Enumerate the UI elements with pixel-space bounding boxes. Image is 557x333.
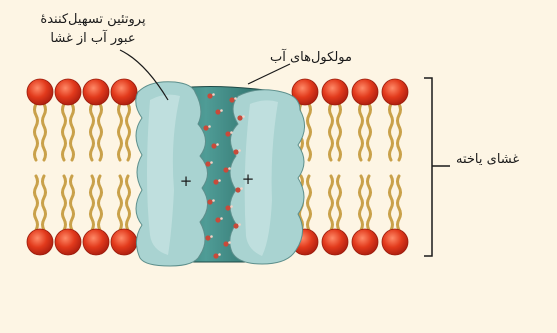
membrane-bracket bbox=[424, 78, 432, 256]
lipid-tail bbox=[119, 176, 122, 230]
water-molecule bbox=[211, 143, 216, 148]
phospholipid-head bbox=[27, 79, 53, 105]
water-molecule bbox=[229, 97, 234, 102]
lipid-tail bbox=[390, 176, 393, 230]
water-hydrogen bbox=[220, 217, 223, 220]
lipid-tail bbox=[91, 104, 94, 160]
lipid-tail bbox=[63, 104, 66, 160]
lipid-tail bbox=[308, 176, 311, 230]
lipid-tail bbox=[71, 104, 74, 160]
lipid-tail bbox=[35, 104, 38, 160]
lipid-tail bbox=[360, 176, 363, 230]
phospholipid-head bbox=[55, 229, 81, 255]
plus-sign-right: + bbox=[242, 170, 255, 188]
water-molecule bbox=[223, 241, 228, 246]
lipid-tail bbox=[35, 176, 38, 230]
water-hydrogen bbox=[218, 253, 221, 256]
phospholipid-head bbox=[382, 229, 408, 255]
lipid-tail bbox=[71, 176, 74, 230]
lipid-tail bbox=[390, 104, 393, 160]
lipid-tail bbox=[330, 104, 333, 160]
water-molecule bbox=[225, 205, 230, 210]
phospholipid-head bbox=[322, 229, 348, 255]
lipid-tail bbox=[127, 176, 130, 230]
water-hydrogen bbox=[210, 161, 213, 164]
phospholipid-head bbox=[111, 79, 137, 105]
water-leader-line bbox=[248, 64, 290, 84]
lipid-tail bbox=[338, 104, 341, 160]
water-molecule bbox=[223, 167, 228, 172]
protein-label-line1: پروتئین تسهیل‌کنندهٔ bbox=[18, 10, 168, 29]
cell-membrane-label: غشای یاخته bbox=[456, 152, 519, 167]
protein-label-line2: عبور آب از غشا bbox=[18, 29, 168, 48]
water-molecule bbox=[215, 217, 220, 222]
water-molecule bbox=[213, 179, 218, 184]
protein-label: پروتئین تسهیل‌کنندهٔ عبور آب از غشا bbox=[18, 10, 168, 48]
phospholipid-head bbox=[83, 229, 109, 255]
lipid-tail bbox=[338, 176, 341, 230]
phospholipid-head bbox=[55, 79, 81, 105]
water-hydrogen bbox=[242, 115, 245, 118]
lipid-tail bbox=[119, 104, 122, 160]
lipid-tail bbox=[99, 176, 102, 230]
phospholipid-head bbox=[111, 229, 137, 255]
water-hydrogen bbox=[238, 223, 241, 226]
plus-sign-left: + bbox=[180, 172, 193, 190]
water-hydrogen bbox=[228, 167, 231, 170]
water-hydrogen bbox=[220, 109, 223, 112]
phospholipid-head bbox=[322, 79, 348, 105]
water-hydrogen bbox=[234, 97, 237, 100]
water-molecule bbox=[237, 115, 242, 120]
lipid-tail bbox=[330, 176, 333, 230]
water-hydrogen bbox=[216, 143, 219, 146]
water-molecule bbox=[235, 187, 240, 192]
lipid-tail bbox=[43, 104, 46, 160]
water-molecule bbox=[213, 253, 218, 258]
lipid-tail bbox=[63, 176, 66, 230]
lipid-tail bbox=[398, 104, 401, 160]
water-hydrogen bbox=[230, 131, 233, 134]
water-molecule bbox=[225, 131, 230, 136]
water-molecule bbox=[215, 109, 220, 114]
phospholipid-head bbox=[382, 79, 408, 105]
phospholipid-head bbox=[352, 79, 378, 105]
water-hydrogen bbox=[218, 179, 221, 182]
water-molecule bbox=[203, 125, 208, 130]
water-molecule bbox=[207, 93, 212, 98]
water-molecule bbox=[207, 199, 212, 204]
water-molecule bbox=[205, 235, 210, 240]
water-hydrogen bbox=[212, 93, 215, 96]
lipid-tail bbox=[127, 104, 130, 160]
lipid-tail bbox=[99, 104, 102, 160]
water-hydrogen bbox=[238, 149, 241, 152]
lipid-tail bbox=[398, 176, 401, 230]
lipid-tail bbox=[360, 104, 363, 160]
lipid-tail bbox=[368, 104, 371, 160]
lipid-tail bbox=[308, 104, 311, 160]
water-molecule bbox=[233, 223, 238, 228]
water-hydrogen bbox=[212, 199, 215, 202]
water-hydrogen bbox=[228, 241, 231, 244]
phospholipid-head bbox=[83, 79, 109, 105]
lipid-tail bbox=[43, 176, 46, 230]
water-molecules-label: مولکول‌های آب bbox=[270, 50, 352, 65]
water-molecule bbox=[205, 161, 210, 166]
water-molecule bbox=[233, 149, 238, 154]
water-hydrogen bbox=[208, 125, 211, 128]
phospholipid-head bbox=[27, 229, 53, 255]
water-hydrogen bbox=[210, 235, 213, 238]
water-hydrogen bbox=[230, 205, 233, 208]
phospholipid-head bbox=[352, 229, 378, 255]
lipid-tail bbox=[91, 176, 94, 230]
lipid-tail bbox=[368, 176, 371, 230]
